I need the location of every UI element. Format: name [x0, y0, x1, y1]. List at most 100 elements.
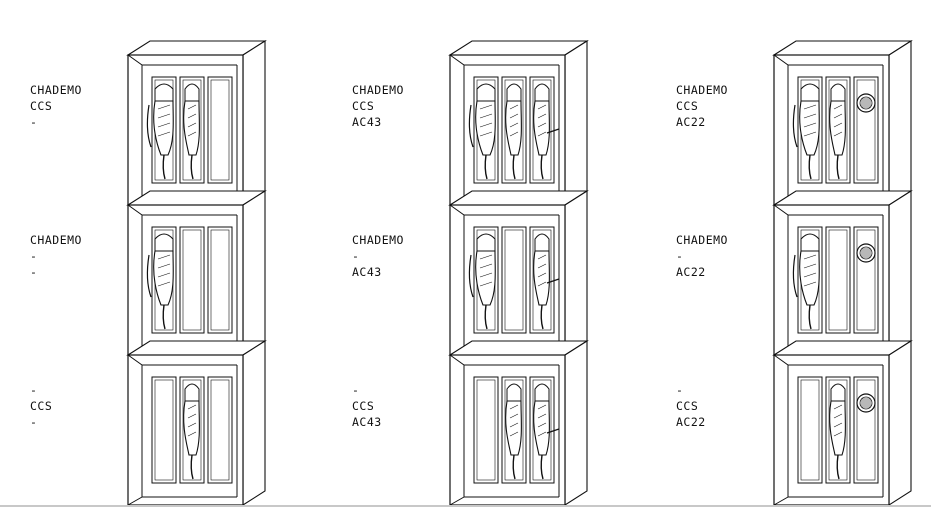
ccs-line: CCS [30, 399, 53, 413]
cabinet-side [888, 339, 912, 507]
cabinet-side [564, 39, 588, 207]
connector-label: CHADEMO CCS AC43 [352, 82, 404, 130]
slot-3-ac22 [853, 76, 879, 184]
config-cell: CHADEMO CCS AC43 [352, 39, 612, 232]
slot-3-empty [207, 76, 233, 184]
slot-1-chademo [792, 76, 823, 184]
chademo-line: CHADEMO [352, 233, 404, 247]
config-cell: - CCS AC22 [676, 339, 931, 532]
connector-label: CHADEMO CCS AC22 [676, 82, 728, 130]
connector-label: CHADEMO - AC43 [352, 232, 404, 280]
slot-3-ac22 [853, 226, 879, 334]
chademo-line: - [352, 383, 360, 397]
ac-line: - [30, 115, 38, 129]
slot-2-ccs [179, 76, 205, 184]
slot-3-ac43 [529, 76, 560, 184]
cabinet-bevel [449, 354, 465, 506]
cabinet-side [242, 339, 266, 507]
slot-1-empty [151, 376, 177, 484]
ac-line: AC43 [352, 415, 382, 429]
slot-1-chademo [468, 226, 499, 334]
ccs-line: CCS [676, 399, 699, 413]
connector-label: CHADEMO - AC22 [676, 232, 728, 280]
cabinet-top [448, 40, 589, 56]
slot-1-chademo [792, 226, 823, 334]
chademo-line: - [30, 383, 38, 397]
slot-2-ccs [501, 76, 527, 184]
config-cell: CHADEMO CCS AC22 [676, 39, 931, 232]
slot-2-empty [825, 226, 851, 334]
cabinet-top [448, 340, 589, 356]
cabinet-side [888, 189, 912, 357]
cabinet-side [242, 39, 266, 207]
cabinet-top [126, 190, 267, 206]
chademo-line: CHADEMO [352, 83, 404, 97]
ac-line: AC22 [676, 265, 706, 279]
bottom-divider [0, 505, 931, 507]
slot-3-ac22 [853, 376, 879, 484]
ac-line: AC43 [352, 265, 382, 279]
ccs-line: - [352, 249, 360, 263]
cabinet-top [126, 40, 267, 56]
chademo-line: CHADEMO [676, 233, 728, 247]
cabinet-top [772, 340, 913, 356]
connector-label: CHADEMO - - [30, 232, 82, 280]
slot-2-empty [179, 226, 205, 334]
ccs-line: CCS [676, 99, 699, 113]
cabinet-side [564, 189, 588, 357]
ccs-line: - [676, 249, 684, 263]
slot-2-ccs [501, 376, 527, 484]
chademo-line: - [676, 383, 684, 397]
ac-line: AC22 [676, 415, 706, 429]
slot-1-chademo [146, 76, 177, 184]
cabinet-top [126, 340, 267, 356]
ccs-line: CCS [352, 399, 375, 413]
cabinet-side [242, 189, 266, 357]
config-cell: CHADEMO CCS - [30, 39, 290, 232]
cabinet-bevel [773, 354, 789, 506]
chademo-line: CHADEMO [676, 83, 728, 97]
slot-2-ccs [825, 76, 851, 184]
ccs-line: CCS [30, 99, 53, 113]
slot-1-empty [797, 376, 823, 484]
charging-unit-drawing [448, 339, 589, 507]
charging-unit-drawing [772, 39, 913, 207]
charging-unit-drawing [126, 189, 267, 357]
charging-unit-drawing [448, 189, 589, 357]
cabinet-top [772, 40, 913, 56]
ac-line: AC22 [676, 115, 706, 129]
slot-3-empty [207, 226, 233, 334]
cabinet-top [772, 190, 913, 206]
slot-2-empty [501, 226, 527, 334]
slot-1-empty [473, 376, 499, 484]
ccs-line: CCS [352, 99, 375, 113]
ccs-line: - [30, 249, 38, 263]
slot-2-ccs [179, 376, 205, 484]
config-cell: -CCS- [30, 339, 290, 532]
slot-1-chademo [468, 76, 499, 184]
config-cell: CHADEMO - AC22 [676, 189, 931, 382]
ac-line: - [30, 265, 38, 279]
slot-3-ac43 [529, 226, 560, 334]
connector-label: - CCS AC43 [352, 382, 382, 430]
connector-label: CHADEMO CCS - [30, 82, 82, 130]
slot-2-ccs [825, 376, 851, 484]
config-cell: CHADEMO - AC43 [352, 189, 612, 382]
charging-unit-drawing [772, 339, 913, 507]
config-cell: - CCS AC43 [352, 339, 612, 532]
chademo-line: CHADEMO [30, 233, 82, 247]
ac-line: AC43 [352, 115, 382, 129]
slot-1-chademo [146, 226, 177, 334]
slot-3-ac43 [529, 376, 560, 484]
cabinet-top [448, 190, 589, 206]
cabinet-side [888, 39, 912, 207]
cabinet-bevel [127, 354, 143, 506]
charging-unit-drawing [126, 39, 267, 207]
connector-label: - CCS AC22 [676, 382, 706, 430]
charging-unit-drawing [126, 339, 267, 507]
cabinet-side [564, 339, 588, 507]
chademo-line: CHADEMO [30, 83, 82, 97]
charging-unit-drawing [448, 39, 589, 207]
connector-label: -CCS- [30, 382, 52, 430]
slot-3-empty [207, 376, 233, 484]
